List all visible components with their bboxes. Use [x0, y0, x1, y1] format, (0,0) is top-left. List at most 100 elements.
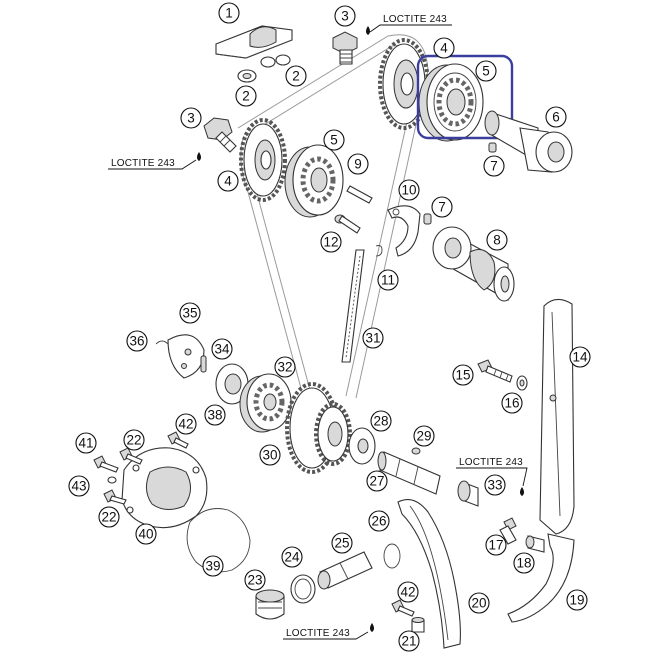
svg-text:4: 4	[440, 41, 448, 56]
part-21-bushing	[411, 617, 425, 633]
callout-10: 10	[398, 179, 420, 201]
callout-15: 15	[452, 364, 474, 386]
loctite-label-right: LOCTITE 243	[456, 457, 528, 496]
callout-22a: 22	[123, 429, 145, 451]
callout-34: 34	[211, 338, 233, 360]
callout-42b: 42	[397, 581, 419, 603]
callout-2a: 2	[235, 85, 257, 107]
svg-text:LOCTITE 243: LOCTITE 243	[383, 14, 447, 25]
part-33-needle-bearing	[457, 480, 479, 507]
part-41-bolt	[93, 455, 119, 473]
part-15-bolt	[477, 359, 513, 383]
svg-text:15: 15	[455, 368, 470, 383]
svg-text:2: 2	[292, 69, 300, 84]
part-9-pin	[346, 185, 373, 204]
callout-35: 35	[179, 302, 201, 324]
svg-text:LOCTITE 243: LOCTITE 243	[286, 628, 350, 639]
svg-text:12: 12	[323, 235, 338, 250]
svg-text:4: 4	[224, 174, 232, 189]
part-7-pin-mid	[423, 213, 432, 225]
svg-text:21: 21	[401, 634, 416, 649]
highlight-box	[416, 54, 514, 140]
svg-text:19: 19	[569, 593, 584, 608]
callout-2b: 2	[285, 65, 307, 87]
part-22-bolt-lower	[103, 489, 127, 505]
svg-text:27: 27	[369, 474, 384, 489]
part-34-pin	[200, 355, 207, 373]
svg-text:39: 39	[205, 559, 220, 574]
svg-text:1: 1	[225, 6, 233, 21]
part-8-camshaft	[432, 226, 515, 302]
part-7-pin-top	[488, 142, 497, 153]
svg-text:LOCTITE 243: LOCTITE 243	[459, 457, 523, 468]
callout-26: 26	[368, 510, 390, 532]
svg-text:10: 10	[401, 183, 416, 198]
callout-40: 40	[135, 523, 157, 545]
callout-9: 9	[347, 153, 369, 175]
svg-text:7: 7	[438, 200, 446, 215]
callout-5b: 5	[323, 129, 345, 151]
part-19-guide	[507, 533, 575, 623]
svg-text:29: 29	[416, 429, 431, 444]
callout-25: 25	[331, 532, 353, 554]
svg-text:3: 3	[341, 9, 349, 24]
callout-41: 41	[75, 432, 97, 454]
part-25-tensioner-piston	[317, 551, 373, 590]
callout-6: 6	[545, 106, 567, 128]
svg-text:32: 32	[277, 360, 292, 375]
svg-text:40: 40	[138, 527, 153, 542]
callout-30: 30	[259, 444, 281, 466]
loctite-drop-icon	[370, 623, 374, 632]
callout-3b: 3	[180, 107, 202, 129]
callout-32: 32	[274, 356, 296, 378]
callout-36: 36	[126, 330, 148, 352]
callout-20: 20	[468, 592, 490, 614]
callout-21: 21	[398, 630, 420, 652]
svg-text:26: 26	[371, 514, 386, 529]
callout-19: 19	[566, 589, 588, 611]
svg-text:42: 42	[400, 585, 415, 600]
part-29-key	[411, 447, 421, 455]
loctite-drop-icon	[366, 26, 370, 35]
svg-text:18: 18	[516, 556, 531, 571]
part-39-gasket	[186, 508, 251, 573]
callout-38: 38	[204, 404, 226, 426]
part-26-ring	[383, 543, 401, 569]
part-14-chain-guide	[539, 298, 575, 535]
callout-43: 43	[68, 475, 90, 497]
part-24-o-ring	[290, 574, 316, 604]
callout-7b: 7	[431, 196, 453, 218]
callout-4b: 4	[217, 170, 239, 192]
callout-12: 12	[320, 231, 342, 253]
callout-18: 18	[513, 552, 535, 574]
svg-text:9: 9	[354, 157, 362, 172]
svg-text:2: 2	[242, 89, 250, 104]
loctite-label-left: LOCTITE 243	[108, 152, 201, 170]
svg-text:23: 23	[247, 573, 262, 588]
loctite-label-top: LOCTITE 243	[369, 14, 452, 33]
svg-text:22: 22	[101, 510, 116, 525]
callout-28: 28	[370, 410, 392, 432]
svg-text:36: 36	[129, 334, 144, 349]
callout-27: 27	[366, 470, 388, 492]
svg-text:22: 22	[126, 433, 141, 448]
part-28-washer	[348, 427, 376, 465]
callout-5a: 5	[475, 60, 497, 82]
callout-17: 17	[485, 534, 507, 556]
part-32-bearing	[239, 373, 292, 433]
svg-text:17: 17	[488, 538, 503, 553]
svg-text:3: 3	[187, 111, 195, 126]
svg-text:6: 6	[552, 110, 560, 125]
part-31-chain-section	[341, 249, 365, 363]
part-18-bushing	[525, 535, 545, 553]
svg-text:42: 42	[178, 417, 193, 432]
svg-text:8: 8	[493, 233, 501, 248]
svg-text:16: 16	[504, 396, 519, 411]
part-20-tensioner-rail	[397, 499, 461, 649]
part-2-washers	[237, 54, 291, 83]
part-16-washer	[516, 375, 528, 391]
loctite-drop-icon	[520, 487, 524, 496]
svg-text:28: 28	[373, 414, 388, 429]
callout-31: 31	[362, 327, 384, 349]
